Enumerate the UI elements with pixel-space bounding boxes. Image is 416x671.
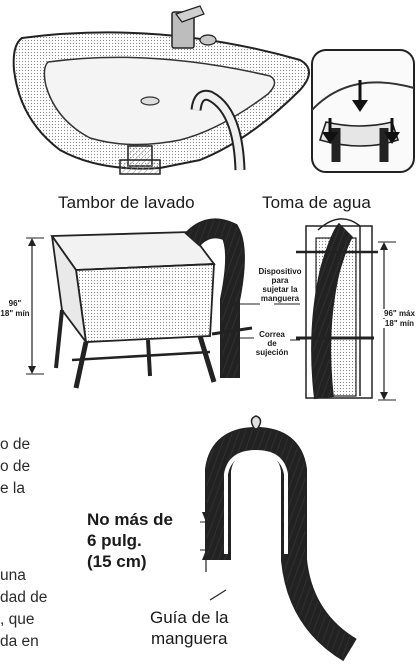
hose-guide-label: Guía de la manguera xyxy=(150,608,229,648)
drum-height-min: 18" mín xyxy=(0,309,30,318)
body-text-line-6: , que xyxy=(0,611,35,628)
laundry-tub-illustration xyxy=(26,218,253,389)
body-text-line-4: una xyxy=(0,567,26,584)
hose-holder-label: Dispositivo para sujetar la manguera xyxy=(256,267,304,303)
intake-caption: Toma de agua xyxy=(262,193,371,212)
intake-height-max: 96" máx xyxy=(383,309,416,318)
sink-illustration xyxy=(12,5,310,175)
standpipe-illustration xyxy=(296,218,396,401)
body-text-line-7: da en xyxy=(0,633,39,650)
strap-label: Correa de sujeción xyxy=(254,330,290,357)
hose-clip-detail xyxy=(311,49,415,173)
body-text-line-5: dad de xyxy=(0,589,48,606)
hose-guide-illustration xyxy=(200,415,358,662)
drum-caption: Tambor de lavado xyxy=(58,193,195,212)
body-text-line-1: o de xyxy=(0,436,31,453)
intake-height-min: 18" mín xyxy=(383,319,416,328)
body-text-line-2: o de xyxy=(0,458,31,475)
body-text-line-3: e la xyxy=(0,480,25,497)
max-length-callout: No más de 6 pulg. (15 cm) xyxy=(87,510,173,571)
